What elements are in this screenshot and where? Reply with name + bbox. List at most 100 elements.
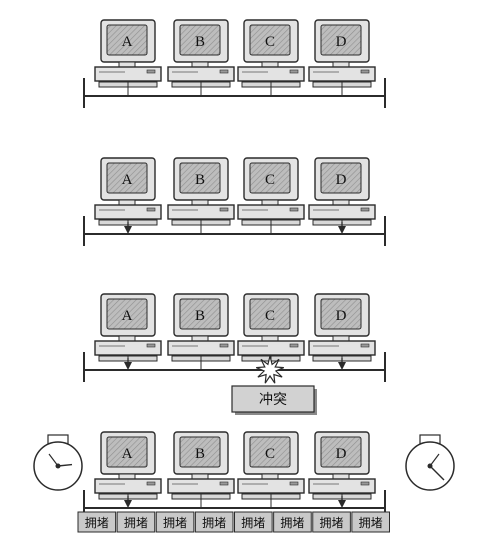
power-light [219, 343, 229, 348]
computer-B: B [167, 431, 235, 500]
system-unit [237, 204, 305, 220]
monitor-stand [118, 61, 136, 68]
arrow-head [338, 362, 346, 370]
computer-label-B: B [195, 34, 205, 50]
monitor-screen [106, 162, 148, 194]
timer-pivot [55, 463, 61, 469]
computer-label-D: D [336, 446, 347, 462]
arrow-A [124, 496, 132, 508]
computer-C: C [237, 19, 305, 88]
monitor-screen [320, 24, 362, 56]
computer-label-A: A [122, 34, 133, 50]
arrow-head [124, 226, 132, 234]
monitor-stand [118, 199, 136, 206]
computer-label-D: D [336, 172, 347, 188]
arrow-A [124, 358, 132, 370]
computer-label-C: C [265, 446, 275, 462]
monitor-screen [179, 436, 221, 468]
monitor-screen [106, 298, 148, 330]
arrow-D [338, 358, 346, 370]
panel-2: A B C D [83, 157, 386, 246]
power-light [360, 481, 370, 486]
collision-burst [255, 355, 285, 384]
arrow-A [124, 222, 132, 234]
system-unit [308, 478, 376, 494]
computer-D: D [308, 431, 376, 500]
arrow-head [338, 500, 346, 508]
power-light [146, 343, 156, 348]
jam-block [116, 511, 156, 533]
computer-B: B [167, 157, 235, 226]
computer-label-B: B [195, 172, 205, 188]
computer-D: D [308, 19, 376, 88]
jam-block [351, 511, 390, 533]
power-light [289, 343, 299, 348]
monitor-screen [320, 162, 362, 194]
jam-block [77, 511, 117, 533]
computer-A: A [94, 293, 162, 362]
system-unit [167, 66, 235, 82]
computer-label-D: D [336, 308, 347, 324]
jam-label: 拥堵 [320, 516, 344, 530]
jam-label: 拥堵 [202, 516, 226, 530]
computer-label-B: B [195, 308, 205, 324]
system-unit [237, 340, 305, 356]
monitor-screen [249, 436, 291, 468]
system-unit [308, 340, 376, 356]
monitor-stand [191, 61, 209, 68]
computer-A: A [94, 157, 162, 226]
monitor-stand [261, 199, 279, 206]
arrow-D [338, 496, 346, 508]
system-unit [308, 204, 376, 220]
power-light [360, 207, 370, 212]
monitor-stand [191, 473, 209, 480]
backoff-timer-left [33, 434, 83, 491]
computer-label-C: C [265, 172, 275, 188]
monitor-stand [118, 335, 136, 342]
computer-A: A [94, 431, 162, 500]
jam-label: 拥堵 [124, 516, 148, 530]
arrow-D [338, 222, 346, 234]
arrow-head [124, 362, 132, 370]
monitor-stand [261, 473, 279, 480]
system-unit [94, 478, 162, 494]
jam-block [155, 511, 195, 533]
system-unit [94, 340, 162, 356]
jam-block [234, 511, 273, 533]
power-light [219, 69, 229, 74]
computer-C: C [237, 431, 305, 500]
monitor-screen [106, 436, 148, 468]
jam-label: 拥堵 [241, 516, 265, 530]
power-light [360, 343, 370, 348]
computer-B: B [167, 293, 235, 362]
system-unit [167, 340, 235, 356]
computer-label-A: A [122, 308, 133, 324]
jam-label: 拥堵 [359, 516, 383, 530]
monitor-screen [106, 24, 148, 56]
panel-1: A B C D [83, 19, 386, 108]
computer-label-A: A [122, 446, 133, 462]
monitor-screen [179, 162, 221, 194]
monitor-stand [191, 335, 209, 342]
computer-B: B [167, 19, 235, 88]
jam-label: 拥堵 [85, 516, 109, 530]
system-unit [237, 66, 305, 82]
monitor-stand [332, 61, 350, 68]
collision-box [231, 385, 315, 413]
system-unit [167, 204, 235, 220]
power-light [289, 481, 299, 486]
monitor-screen [249, 298, 291, 330]
arrow-head [338, 226, 346, 234]
computer-label-C: C [265, 34, 275, 50]
timer-pivot [427, 463, 433, 469]
system-unit [308, 66, 376, 82]
system-unit [94, 66, 162, 82]
monitor-stand [261, 335, 279, 342]
jam-label: 拥堵 [163, 516, 187, 530]
system-unit [237, 478, 305, 494]
computer-A: A [94, 19, 162, 88]
computer-C: C [237, 293, 305, 362]
